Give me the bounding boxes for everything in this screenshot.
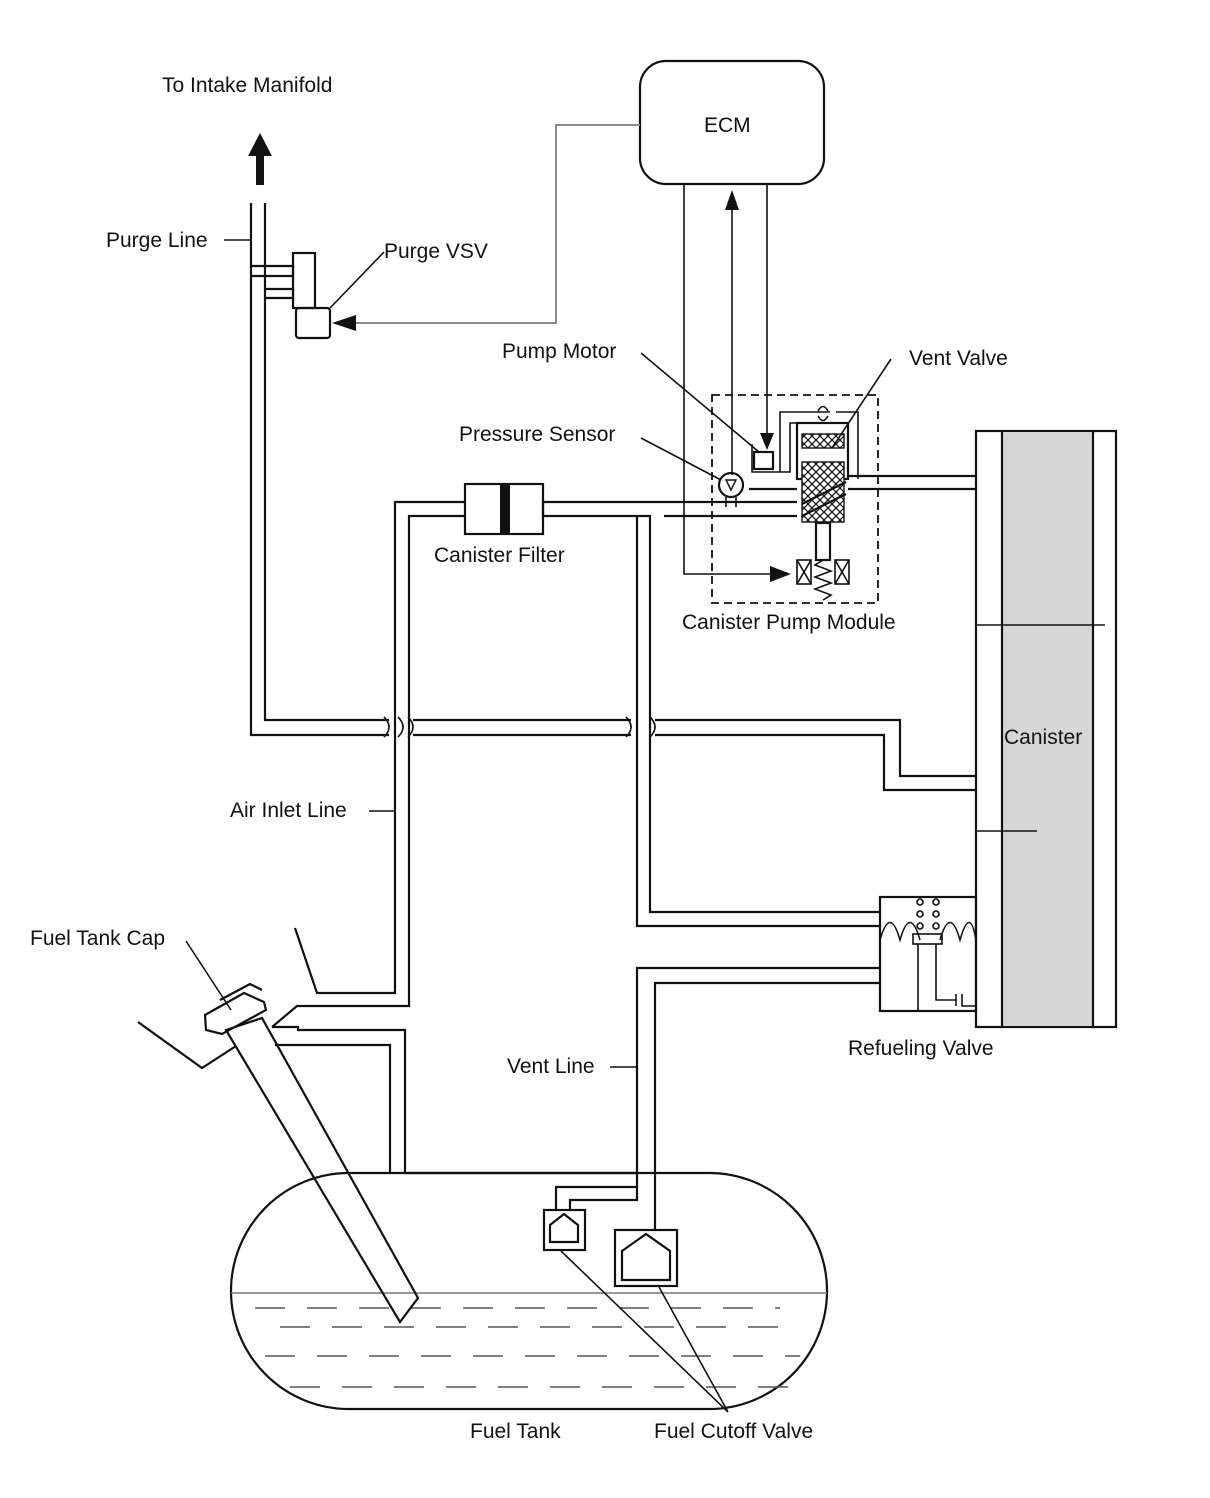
canister-filter-line <box>543 474 976 914</box>
vent-valve <box>795 405 850 601</box>
ecm-box <box>638 59 826 186</box>
label-canister: Canister <box>1004 726 1082 749</box>
fuel-tank-cap <box>137 982 420 1324</box>
label-to-intake-manifold: To Intake Manifold <box>162 74 332 97</box>
purge-vsv <box>251 251 332 340</box>
fuel-tank <box>229 1171 829 1411</box>
label-canister-filter: Canister Filter <box>434 544 565 567</box>
leader-lines <box>185 239 892 1413</box>
label-ecm: ECM <box>704 114 751 137</box>
ecm-vent-valve-signal <box>683 184 775 575</box>
vent-valve-arrow-icon <box>770 566 791 582</box>
label-vent-line: Vent Line <box>507 1055 595 1078</box>
label-pump-motor: Pump Motor <box>502 340 616 363</box>
canister-pump-module-outline <box>711 394 879 604</box>
label-canister-pump-module: Canister Pump Module <box>682 611 896 634</box>
ecm-input-arrow-icon <box>725 190 739 210</box>
label-purge-vsv: Purge VSV <box>384 240 488 263</box>
motor-arrow-icon <box>760 433 774 450</box>
canister <box>974 429 1118 1029</box>
label-pressure-sensor: Pressure Sensor <box>459 423 615 446</box>
intake-arrow-icon <box>248 133 272 185</box>
label-refueling-valve: Refueling Valve <box>848 1037 994 1060</box>
pump-motor <box>752 450 775 471</box>
canister-filter <box>463 482 545 536</box>
refueling-valve <box>878 895 978 1013</box>
label-fuel-tank: Fuel Tank <box>470 1420 561 1443</box>
label-air-inlet-line: Air Inlet Line <box>230 799 347 822</box>
air-inlet-line <box>271 500 880 1028</box>
ecm-purge-vsv-signal <box>332 124 640 331</box>
fuel-cutoff-valve-small <box>542 1208 587 1252</box>
label-fuel-cutoff-valve: Fuel Cutoff Valve <box>654 1420 813 1443</box>
purge-line <box>249 203 976 792</box>
fuel-cutoff-valve-large <box>613 1228 679 1288</box>
label-vent-valve: Vent Valve <box>909 347 1008 370</box>
vent-line <box>554 966 880 1230</box>
label-fuel-tank-cap: Fuel Tank Cap <box>30 927 165 950</box>
label-purge-line: Purge Line <box>106 229 208 252</box>
filler-vent-tube <box>272 1025 637 1175</box>
